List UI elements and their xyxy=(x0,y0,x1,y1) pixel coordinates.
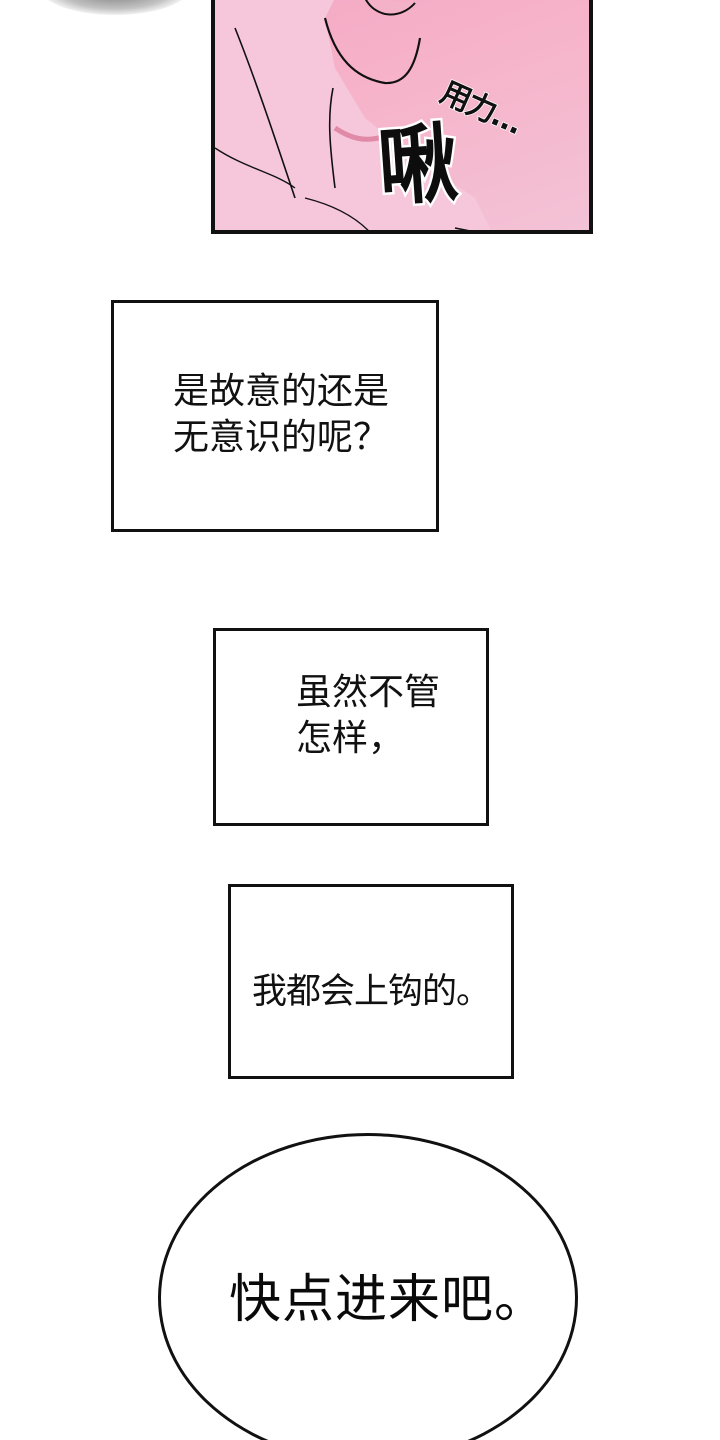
lips-line xyxy=(365,0,416,16)
narration-box-2: 虽然不管 怎样， xyxy=(213,628,489,826)
sfx-kiss-text: 啾 xyxy=(373,111,464,221)
shoulder-line xyxy=(304,197,369,230)
neck-line-right xyxy=(328,87,336,189)
panel-edge-smudge xyxy=(40,0,190,15)
shade-mark xyxy=(333,125,386,142)
narration-text-1: 是故意的还是 无意识的呢？ xyxy=(172,371,389,458)
narration-text-2: 虽然不管 怎样， xyxy=(295,672,440,759)
narration-box-3: 我都会上钩的。 xyxy=(228,884,514,1079)
neck-shoulder-shape xyxy=(215,0,491,230)
jaw-line xyxy=(323,17,422,85)
collarbone-line xyxy=(215,147,296,189)
panel-artwork xyxy=(215,0,491,230)
neck-line-left xyxy=(234,27,296,199)
speech-bubble xyxy=(158,1133,578,1440)
narration-box-1: 是故意的还是 无意识的呢？ xyxy=(111,300,439,532)
comic-panel-kiss: 用力… 啾 xyxy=(211,0,593,234)
narration-text-3: 我都会上钩的。 xyxy=(251,971,491,1012)
contour-line xyxy=(454,227,470,230)
speech-bubble-text: 快点进来吧。 xyxy=(229,1270,548,1330)
